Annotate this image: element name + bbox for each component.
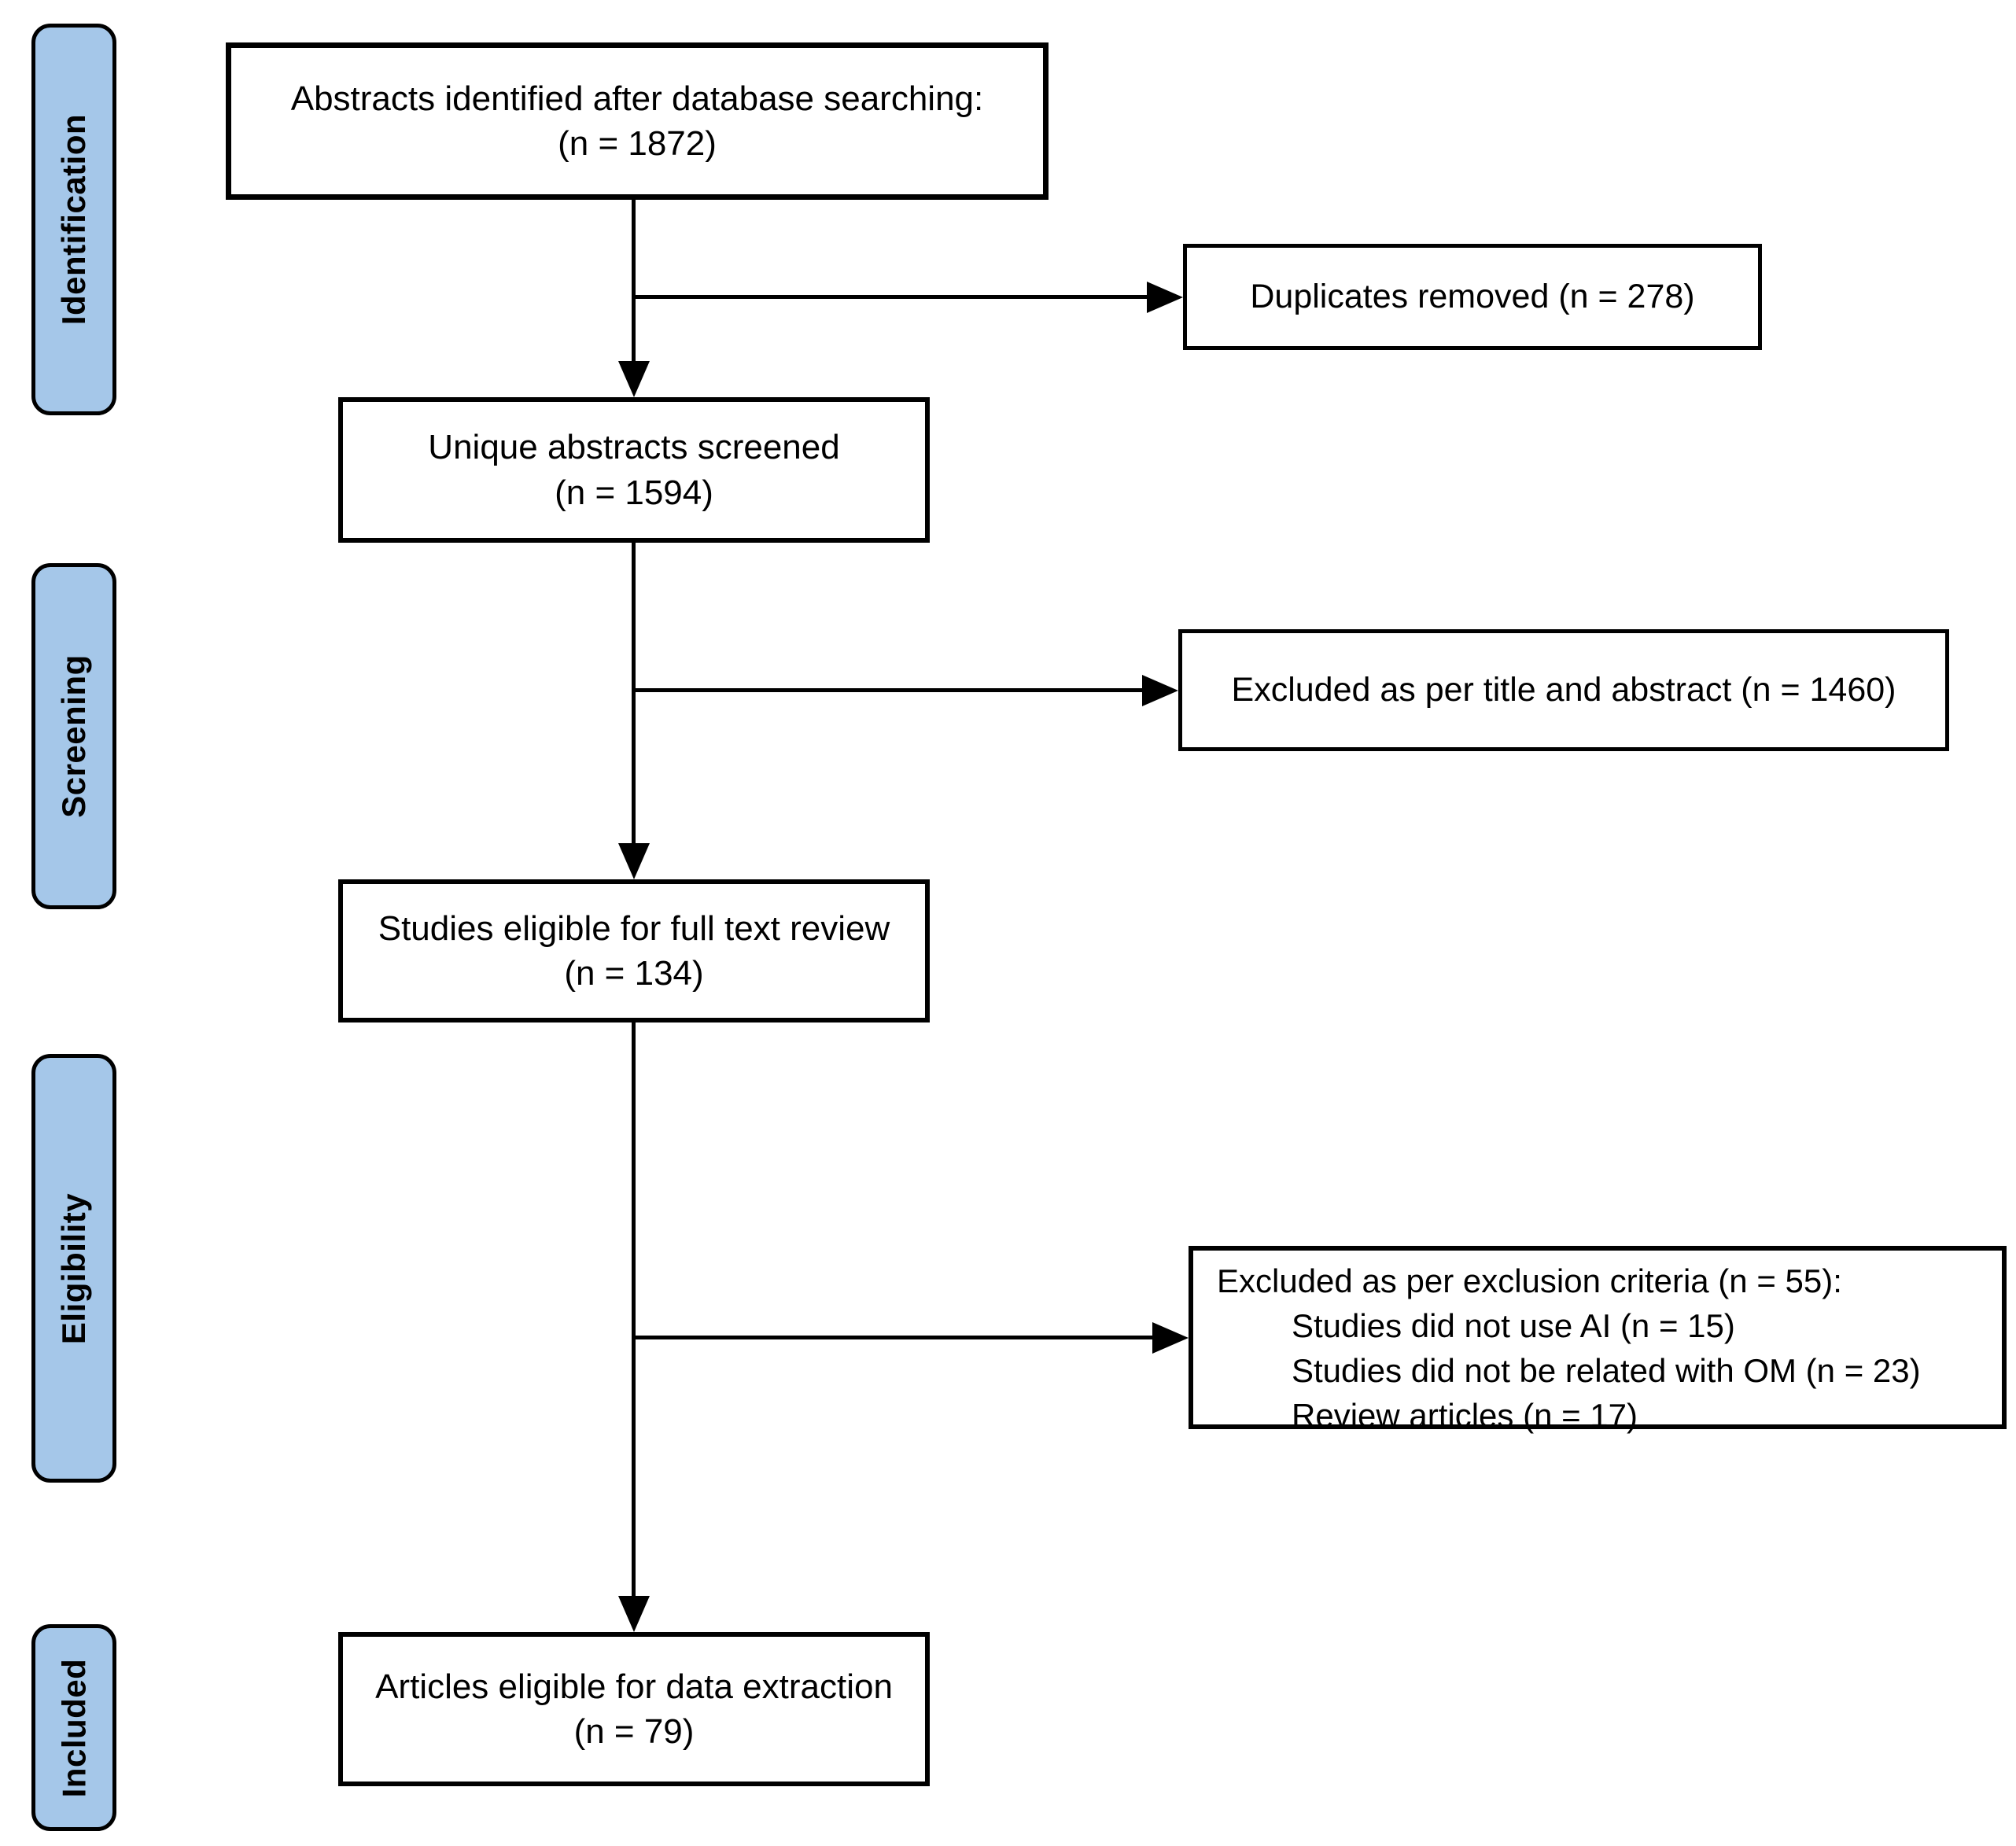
connector-screened-to-fulltext [632, 541, 636, 847]
stage-included: Included [31, 1624, 116, 1831]
arrowhead-down-to-screened-icon [618, 361, 650, 397]
connector-branch-excluded-criteria [634, 1336, 1155, 1339]
stage-included-label: Included [55, 1658, 92, 1797]
side-box-excluded-title-abstract: Excluded as per title and abstract (n = … [1178, 629, 1949, 751]
flow-box-abstracts-identified-count: (n = 1872) [558, 124, 717, 163]
flow-box-abstracts-identified: Abstracts identified after database sear… [226, 42, 1049, 200]
flow-box-data-extraction-count: (n = 79) [573, 1712, 695, 1751]
connector-branch-duplicates [634, 295, 1149, 299]
flow-box-unique-abstracts-screened-count: (n = 1594) [555, 473, 713, 512]
side-box-excluded-title-abstract-text: Excluded as per title and abstract (n = … [1231, 671, 1896, 709]
arrowhead-right-excluded-title-abstract-icon [1142, 675, 1178, 706]
side-box-duplicates-removed: Duplicates removed (n = 278) [1183, 244, 1762, 350]
flow-box-full-text-review-count: (n = 134) [564, 954, 704, 993]
flow-box-unique-abstracts-screened: Unique abstracts screened (n = 1594) [338, 397, 930, 543]
excluded-criteria-item-not-om: Studies did not be related with OM (n = … [1292, 1352, 1921, 1389]
stage-identification-label: Identification [55, 113, 92, 326]
arrowhead-right-excluded-criteria-icon [1152, 1322, 1189, 1354]
connector-identified-to-screened [632, 198, 636, 365]
stage-screening: Screening [31, 563, 116, 909]
excluded-criteria-item-review-articles: Review articles (n = 17) [1292, 1397, 1638, 1434]
flow-box-full-text-review: Studies eligible for full text review (n… [338, 879, 930, 1022]
flow-box-data-extraction: Articles eligible for data extraction (n… [338, 1632, 930, 1786]
side-box-excluded-criteria-heading: Excluded as per exclusion criteria (n = … [1217, 1262, 1842, 1299]
flow-box-abstracts-identified-text: Abstracts identified after database sear… [290, 79, 984, 118]
arrowhead-down-to-extraction-icon [618, 1596, 650, 1632]
stage-eligibility-label: Eligibility [55, 1192, 92, 1344]
arrowhead-down-to-fulltext-icon [618, 843, 650, 879]
flow-box-full-text-review-text: Studies eligible for full text review [378, 908, 890, 948]
flow-box-unique-abstracts-screened-text: Unique abstracts screened [428, 428, 840, 467]
arrowhead-right-duplicates-icon [1147, 282, 1183, 313]
side-box-excluded-criteria: Excluded as per exclusion criteria (n = … [1189, 1246, 2007, 1434]
connector-branch-excluded-title-abstract [634, 688, 1144, 692]
side-box-duplicates-removed-text: Duplicates removed (n = 278) [1250, 278, 1695, 315]
stage-eligibility: Eligibility [31, 1054, 116, 1483]
stage-identification: Identification [31, 24, 116, 415]
stage-screening-label: Screening [55, 654, 93, 818]
flow-box-data-extraction-text: Articles eligible for data extraction [375, 1667, 893, 1706]
connector-fulltext-to-extraction [632, 1021, 636, 1600]
excluded-criteria-item-no-ai: Studies did not use AI (n = 15) [1292, 1307, 1735, 1344]
